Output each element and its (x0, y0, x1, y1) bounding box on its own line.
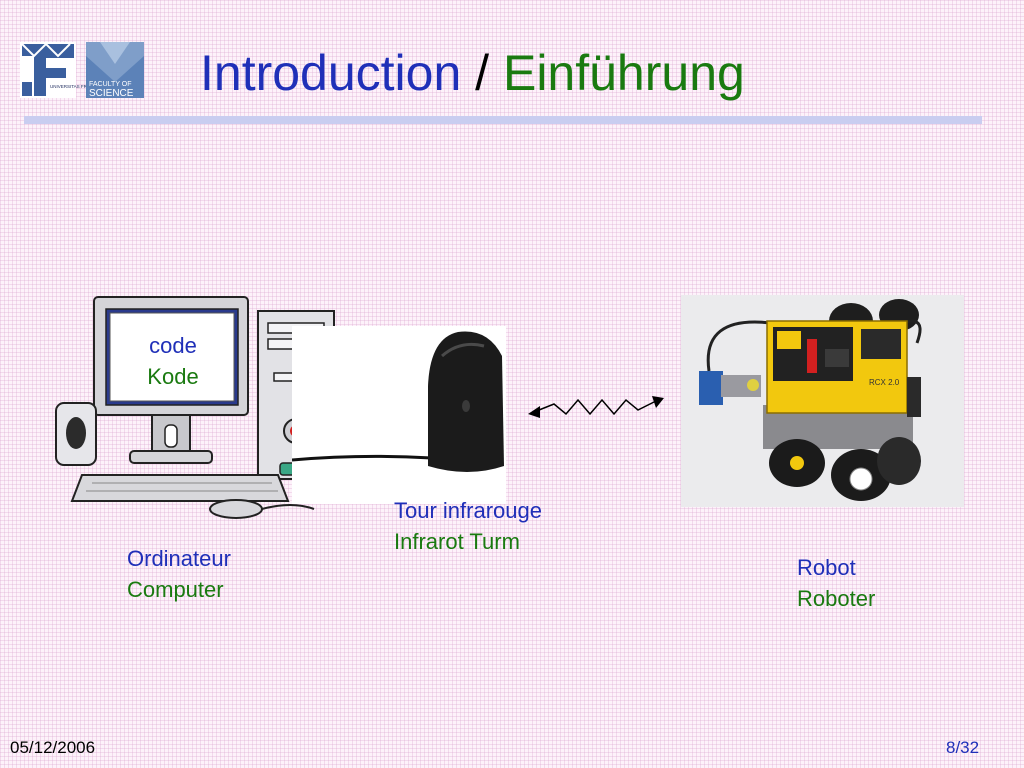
faculty-logo-line2: SCIENCE (89, 88, 134, 98)
robot-label-french: Robot (797, 555, 856, 580)
university-logo-icon: UNIVERSITAS FRIBURGENSIS (20, 42, 115, 98)
infrared-tower-icon (292, 326, 506, 504)
screen-text-french: code (149, 333, 197, 358)
title-german: Einführung (502, 45, 745, 101)
footer-page-number: 8/32 (946, 738, 980, 757)
faculty-logo-icon: FACULTY OF SCIENCE (86, 42, 144, 98)
faculty-logo-line1: FACULTY OF (89, 81, 132, 88)
screen-text-german: Kode (147, 364, 199, 389)
title-french: Introduction (200, 45, 462, 101)
rcx-label: RCX 2.0 (869, 378, 900, 387)
logo-group: UNIVERSITAS FRIBURGENSIS FACULTY OF SCIE… (20, 42, 144, 98)
tower-label: Tour infrarouge Infrarot Turm (394, 495, 542, 557)
university-logo-text: UNIVERSITAS FRIBURGENSIS (50, 84, 115, 89)
tower-label-german: Infrarot Turm (394, 529, 520, 554)
computer-label: Ordinateur Computer (127, 543, 231, 605)
title-separator: / (461, 45, 503, 101)
slide-title: Introduction / Einführung (200, 40, 745, 106)
robot-label-german: Roboter (797, 586, 876, 611)
robot-label: Robot Roboter (797, 552, 875, 614)
lego-robot-icon: RCX 2.0 (681, 295, 964, 507)
title-divider (24, 116, 982, 124)
screen-text: code Kode (112, 330, 234, 392)
computer-label-french: Ordinateur (127, 546, 231, 571)
computer-label-german: Computer (127, 577, 224, 602)
signal-arrow-icon (528, 396, 664, 418)
tower-label-french: Tour infrarouge (394, 498, 542, 523)
footer-date: 05/12/2006 (10, 738, 96, 757)
